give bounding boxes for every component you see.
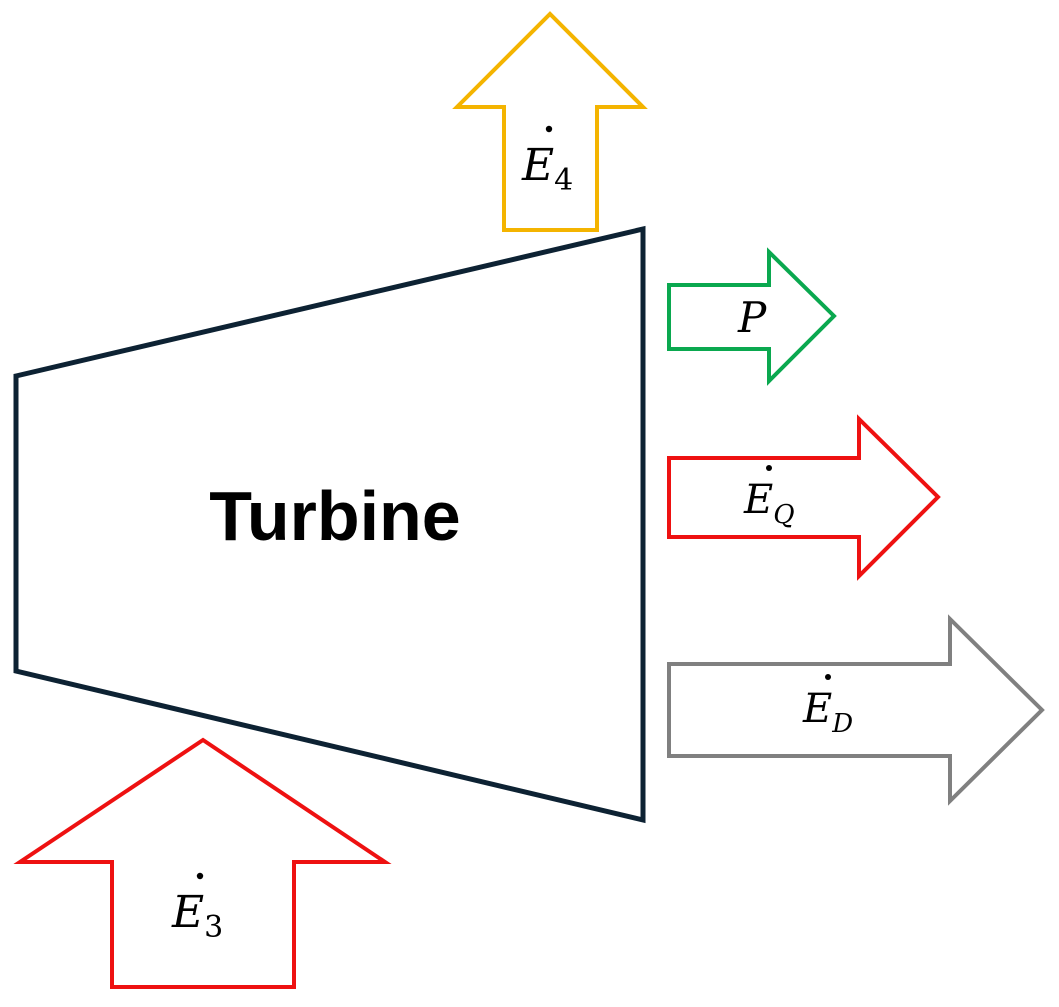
ed-symbol: E <box>802 686 832 732</box>
power-arrow-p <box>667 247 837 386</box>
turbine-label: Turbine <box>209 477 460 555</box>
e4-dot <box>545 125 553 133</box>
ed-dot <box>825 674 831 680</box>
eq-label: EQ <box>743 477 795 530</box>
exergy-inlet-arrow-e3 <box>13 737 392 989</box>
eq-dot <box>766 465 772 471</box>
ed-label: ED <box>802 686 853 739</box>
eq-subscript: Q <box>773 500 794 530</box>
e3-symbol: E <box>171 887 204 938</box>
heat-exergy-arrow-eq <box>667 414 941 581</box>
e3-subscript: 3 <box>204 910 223 945</box>
e3-label: E3 <box>171 887 223 945</box>
ed-subscript: D <box>831 709 853 739</box>
e4-subscript: 4 <box>554 163 573 198</box>
exergy-outlet-arrow-e4 <box>452 11 648 232</box>
e4-symbol: E <box>521 140 554 191</box>
p-label: P <box>737 293 767 342</box>
e4-label: E4 <box>521 140 573 198</box>
turbine-body <box>13 225 646 824</box>
destruction-arrow-ed <box>667 614 1045 806</box>
e3-dot <box>196 872 204 880</box>
eq-symbol: E <box>743 477 773 523</box>
